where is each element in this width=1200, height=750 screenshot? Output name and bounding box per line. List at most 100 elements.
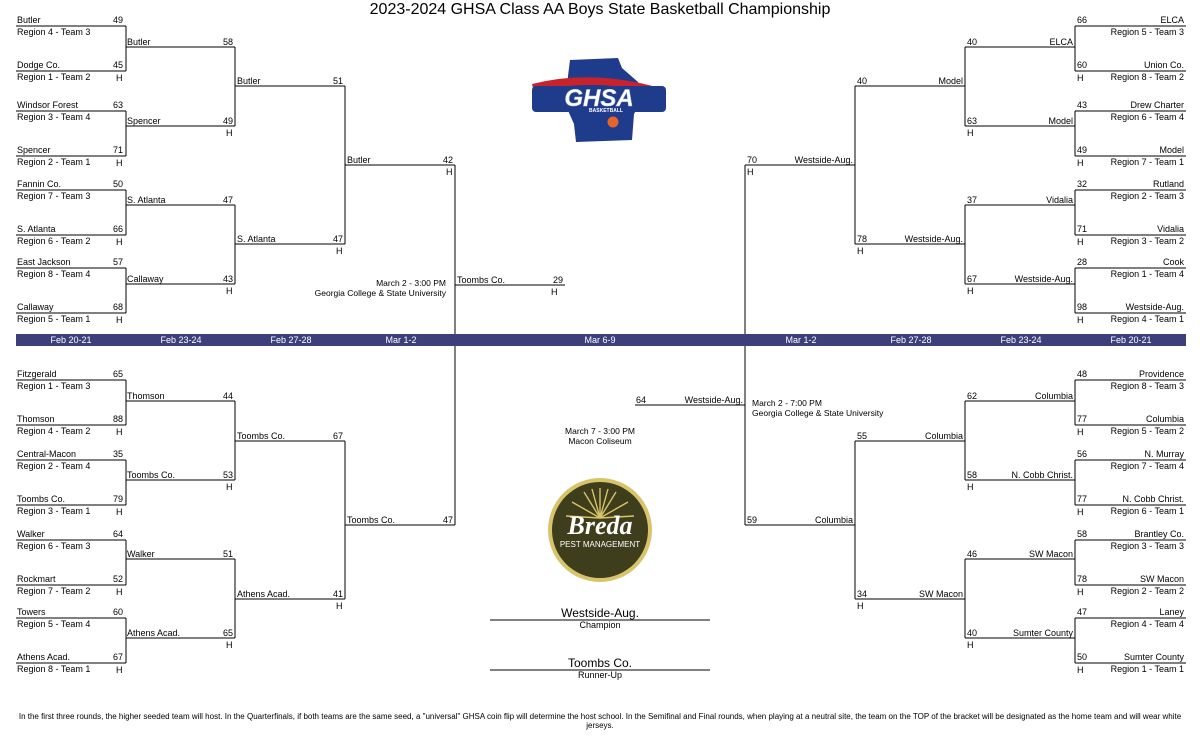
date-label: Feb 20-21 <box>50 335 92 345</box>
r1-score: 68 <box>112 302 123 312</box>
r2-score: 58 <box>222 37 233 47</box>
r1-team-name: N. Murray <box>1144 449 1184 459</box>
basketball-icon <box>606 115 620 129</box>
r1-seed-label: Region 8 - Team 4 <box>17 269 91 279</box>
date-label: Feb 23-24 <box>1000 335 1042 345</box>
r4-host-marker: H <box>747 167 754 177</box>
semi-score: 64 <box>636 395 647 405</box>
r1-host-marker: H <box>1077 665 1084 675</box>
r3-team-name: Westside-Aug. <box>904 234 963 244</box>
r1-team-name: Providence <box>1138 369 1184 379</box>
semi-venue: Georgia College & State University <box>752 408 884 418</box>
r1-host-marker: H <box>1077 427 1084 437</box>
r3-score: 55 <box>857 431 868 441</box>
r2-score: 40 <box>967 37 978 47</box>
r1-score: 48 <box>1077 369 1088 379</box>
r1-seed-label: Region 7 - Team 4 <box>1110 461 1184 471</box>
r1-team-name: Thomson <box>17 414 55 424</box>
r2-team-name: Westside-Aug. <box>1014 274 1073 284</box>
r3-host-marker: H <box>336 246 343 256</box>
r1-score: 49 <box>112 15 123 25</box>
r2-host-marker: H <box>967 286 974 296</box>
r3-score: 34 <box>857 589 868 599</box>
r1-team-name: Laney <box>1159 607 1184 617</box>
r3-team-name: Toombs Co. <box>237 431 286 441</box>
r1-seed-label: Region 3 - Team 1 <box>17 506 91 516</box>
r1-score: 28 <box>1077 257 1088 267</box>
semi-score: 29 <box>552 275 563 285</box>
r2-team-name: Butler <box>127 37 151 47</box>
r3-host-marker: H <box>857 601 864 611</box>
semi-host-marker: H <box>551 287 558 297</box>
r1-seed-label: Region 1 - Team 1 <box>1110 664 1184 674</box>
r1-team-name: Columbia <box>1145 414 1184 424</box>
r1-host-marker: H <box>1077 587 1084 597</box>
r1-seed-label: Region 2 - Team 2 <box>1110 586 1184 596</box>
r1-host-marker: H <box>116 73 123 83</box>
r1-team-name: Sumter County <box>1123 652 1184 662</box>
r1-score: 52 <box>112 574 123 584</box>
r1-score: 57 <box>112 257 123 267</box>
r2-team-name: Model <box>1048 116 1073 126</box>
r1-score: 56 <box>1077 449 1088 459</box>
r2-host-marker: H <box>967 128 974 138</box>
r4-team-name: Westside-Aug. <box>794 155 853 165</box>
r1-seed-label: Region 4 - Team 3 <box>17 27 91 37</box>
r3-score: 67 <box>332 431 343 441</box>
sponsor-wordmark: Breda <box>567 511 633 540</box>
r1-seed-label: Region 6 - Team 3 <box>17 541 91 551</box>
r1-team-name: Fannin Co. <box>17 179 62 189</box>
r1-score: 66 <box>1077 15 1088 25</box>
r2-team-name: Vidalia <box>1046 195 1073 205</box>
date-label: Feb 27-28 <box>890 335 932 345</box>
r2-team-name: N. Cobb Christ. <box>1011 470 1073 480</box>
r1-score: 50 <box>112 179 123 189</box>
r1-score: 98 <box>1077 302 1088 312</box>
r4-team-name: Columbia <box>814 515 853 525</box>
r1-team-name: S. Atlanta <box>17 224 56 234</box>
semi-team-name: Westside-Aug. <box>684 395 743 405</box>
r2-host-marker: H <box>226 640 233 650</box>
r4-score: 47 <box>442 515 453 525</box>
r1-host-marker: H <box>1077 507 1084 517</box>
r3-score: 78 <box>857 234 868 244</box>
r1-team-name: Toombs Co. <box>17 494 66 504</box>
r1-score: 50 <box>1077 652 1088 662</box>
r1-team-name: Windsor Forest <box>17 100 79 110</box>
r1-team-name: Towers <box>17 607 46 617</box>
r2-score: 58 <box>967 470 978 480</box>
r2-team-name: Sumter County <box>1012 628 1073 638</box>
date-label: Mar 1-2 <box>385 335 417 345</box>
r3-team-name: SW Macon <box>918 589 963 599</box>
logo-swoosh <box>532 77 666 96</box>
r1-seed-label: Region 1 - Team 3 <box>17 381 91 391</box>
r2-host-marker: H <box>967 640 974 650</box>
r2-team-name: Spencer <box>127 116 161 126</box>
r2-score: 62 <box>967 391 978 401</box>
r2-score: 49 <box>222 116 233 126</box>
r1-score: 49 <box>1077 145 1088 155</box>
r2-host-marker: H <box>226 482 233 492</box>
r1-team-name: Cook <box>1162 257 1184 267</box>
r1-team-name: Spencer <box>17 145 51 155</box>
r4-score: 70 <box>747 155 758 165</box>
r1-team-name: Rockmart <box>17 574 56 584</box>
r2-team-name: Toombs Co. <box>127 470 176 480</box>
r2-score: 47 <box>222 195 233 205</box>
ghsa-subword: BASKETBALL <box>589 108 623 114</box>
r2-team-name: S. Atlanta <box>127 195 166 205</box>
r1-seed-label: Region 4 - Team 1 <box>1110 314 1184 324</box>
r2-team-name: SW Macon <box>1028 549 1073 559</box>
r1-score: 71 <box>112 145 123 155</box>
r1-score: 71 <box>1077 224 1088 234</box>
r1-score: 47 <box>1077 607 1088 617</box>
r1-host-marker: H <box>116 315 123 325</box>
semi-team-name: Toombs Co. <box>457 275 506 285</box>
sponsor-logo: Breda PEST MANAGEMENT <box>548 478 652 582</box>
r1-host-marker: H <box>1077 73 1084 83</box>
r1-seed-label: Region 6 - Team 4 <box>1110 112 1184 122</box>
r1-team-name: Central-Macon <box>17 449 77 459</box>
r3-team-name: Model <box>938 76 963 86</box>
runner-up-team: Toombs Co. <box>567 656 633 670</box>
r3-team-name: Athens Acad. <box>237 589 291 599</box>
